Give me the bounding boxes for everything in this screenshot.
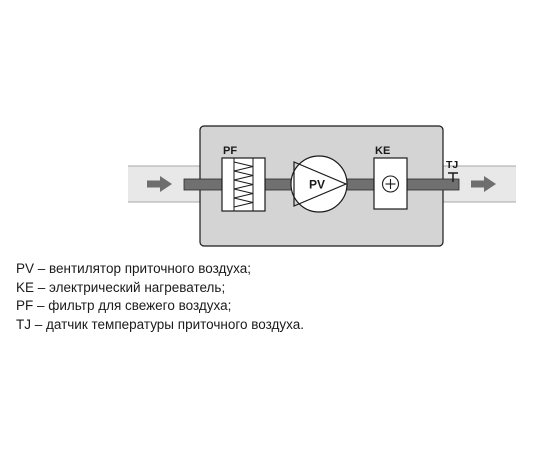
inlet-arrow-icon (147, 176, 172, 192)
ventilation-schematic: PF PV KE TJ (128, 125, 516, 247)
filter-zigzag-icon (233, 161, 254, 208)
legend-item-tj: TJ – датчик температуры приточного возду… (16, 316, 305, 332)
legend-item-ke: KE – электрический нагреватель; (16, 279, 226, 295)
sensor-component: TJ (446, 159, 458, 182)
legend-item-pf: PF – фильтр для свежего воздуха; (16, 298, 232, 313)
heater-component: KE (373, 145, 408, 210)
fan-component: PV (290, 155, 348, 213)
plus-circle-icon (381, 175, 400, 193)
sensor-label: TJ (446, 159, 458, 171)
filter-component: PF (221, 145, 266, 212)
fan-label: PV (309, 178, 325, 192)
outlet-arrow-icon (471, 176, 496, 192)
legend-list: PV – вентилятор приточного воздуха; KE –… (16, 260, 304, 334)
filter-label: PF (223, 145, 237, 157)
heater-label: KE (375, 145, 390, 157)
legend-item-pv: PV – вентилятор приточного воздуха; (16, 261, 251, 276)
fan-triangle-icon (293, 161, 348, 207)
